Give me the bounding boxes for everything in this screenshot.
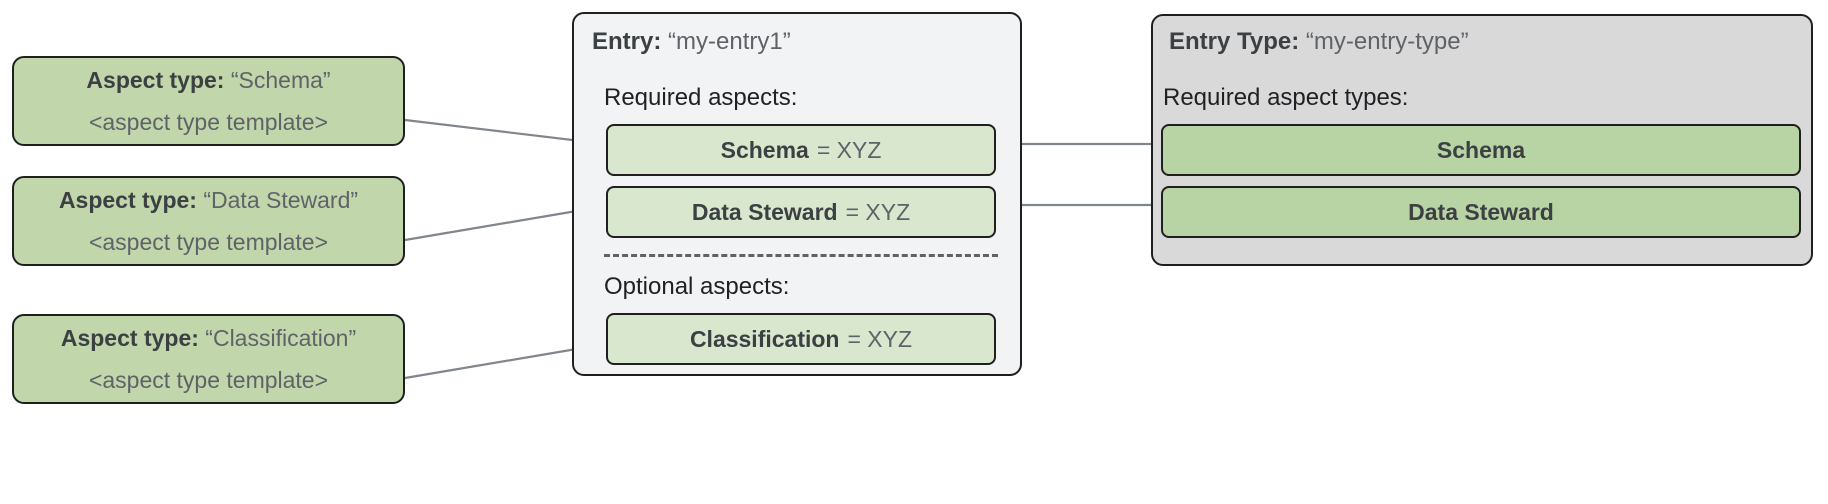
entry-type-panel-title: Entry Type: “my-entry-type” bbox=[1169, 28, 1469, 56]
entry-aspect-data-steward[interactable]: Data Steward = XYZ bbox=[606, 186, 996, 238]
entry-type-required-label: Required aspect types: bbox=[1163, 84, 1409, 111]
entry-panel[interactable]: Entry: “my-entry1” Required aspects: Sch… bbox=[572, 12, 1022, 376]
entry-panel-title: Entry: “my-entry1” bbox=[592, 28, 791, 56]
entry-aspect-value: = XYZ bbox=[816, 136, 882, 163]
aspect-type-card-title: Aspect type: “Data Steward” bbox=[59, 187, 358, 213]
entry-aspect-value: = XYZ bbox=[845, 198, 911, 225]
aspect-type-card-classification[interactable]: Aspect type: “Classification” <aspect ty… bbox=[12, 314, 405, 404]
entry-type-panel[interactable]: Entry Type: “my-entry-type” Required asp… bbox=[1151, 14, 1813, 266]
entry-aspect-name: Classification bbox=[689, 325, 840, 352]
aspect-type-card-prefix: Aspect type: bbox=[86, 66, 225, 93]
entry-type-aspect-name: Data Steward bbox=[1408, 198, 1554, 225]
entry-type-title-name: “my-entry-type” bbox=[1305, 28, 1469, 55]
aspect-type-card-prefix: Aspect type: bbox=[58, 186, 197, 213]
entry-type-aspect-name: Schema bbox=[1436, 136, 1526, 163]
aspect-type-card-template: <aspect type template> bbox=[88, 229, 329, 255]
entry-required-label: Required aspects: bbox=[604, 84, 798, 111]
entry-type-aspect-data-steward[interactable]: Data Steward bbox=[1161, 186, 1801, 238]
entry-type-aspect-schema[interactable]: Schema bbox=[1161, 124, 1801, 176]
entry-optional-label: Optional aspects: bbox=[604, 273, 790, 300]
aspect-type-card-schema[interactable]: Aspect type: “Schema” <aspect type templ… bbox=[12, 56, 405, 146]
entry-title-prefix: Entry: bbox=[592, 28, 662, 55]
entry-required-optional-divider bbox=[604, 254, 998, 257]
entry-aspect-value: = XYZ bbox=[847, 325, 913, 352]
aspect-type-card-title: Aspect type: “Schema” bbox=[86, 67, 330, 93]
aspect-type-card-prefix: Aspect type: bbox=[60, 324, 199, 351]
entry-type-title-prefix: Entry Type: bbox=[1169, 28, 1300, 55]
aspect-type-card-template: <aspect type template> bbox=[88, 367, 329, 393]
aspect-type-card-template: <aspect type template> bbox=[88, 109, 329, 135]
entry-aspect-schema[interactable]: Schema = XYZ bbox=[606, 124, 996, 176]
aspect-type-card-title: Aspect type: “Classification” bbox=[61, 325, 356, 351]
aspect-type-card-name: “Schema” bbox=[230, 66, 331, 93]
aspect-type-card-name: “Classification” bbox=[205, 324, 357, 351]
aspect-type-card-data-steward[interactable]: Aspect type: “Data Steward” <aspect type… bbox=[12, 176, 405, 266]
aspect-type-card-name: “Data Steward” bbox=[203, 186, 359, 213]
entry-aspect-name: Data Steward bbox=[691, 198, 838, 225]
entry-title-name: “my-entry1” bbox=[668, 28, 791, 55]
entry-aspect-classification[interactable]: Classification = XYZ bbox=[606, 313, 996, 365]
entry-aspect-name: Schema bbox=[720, 136, 809, 163]
